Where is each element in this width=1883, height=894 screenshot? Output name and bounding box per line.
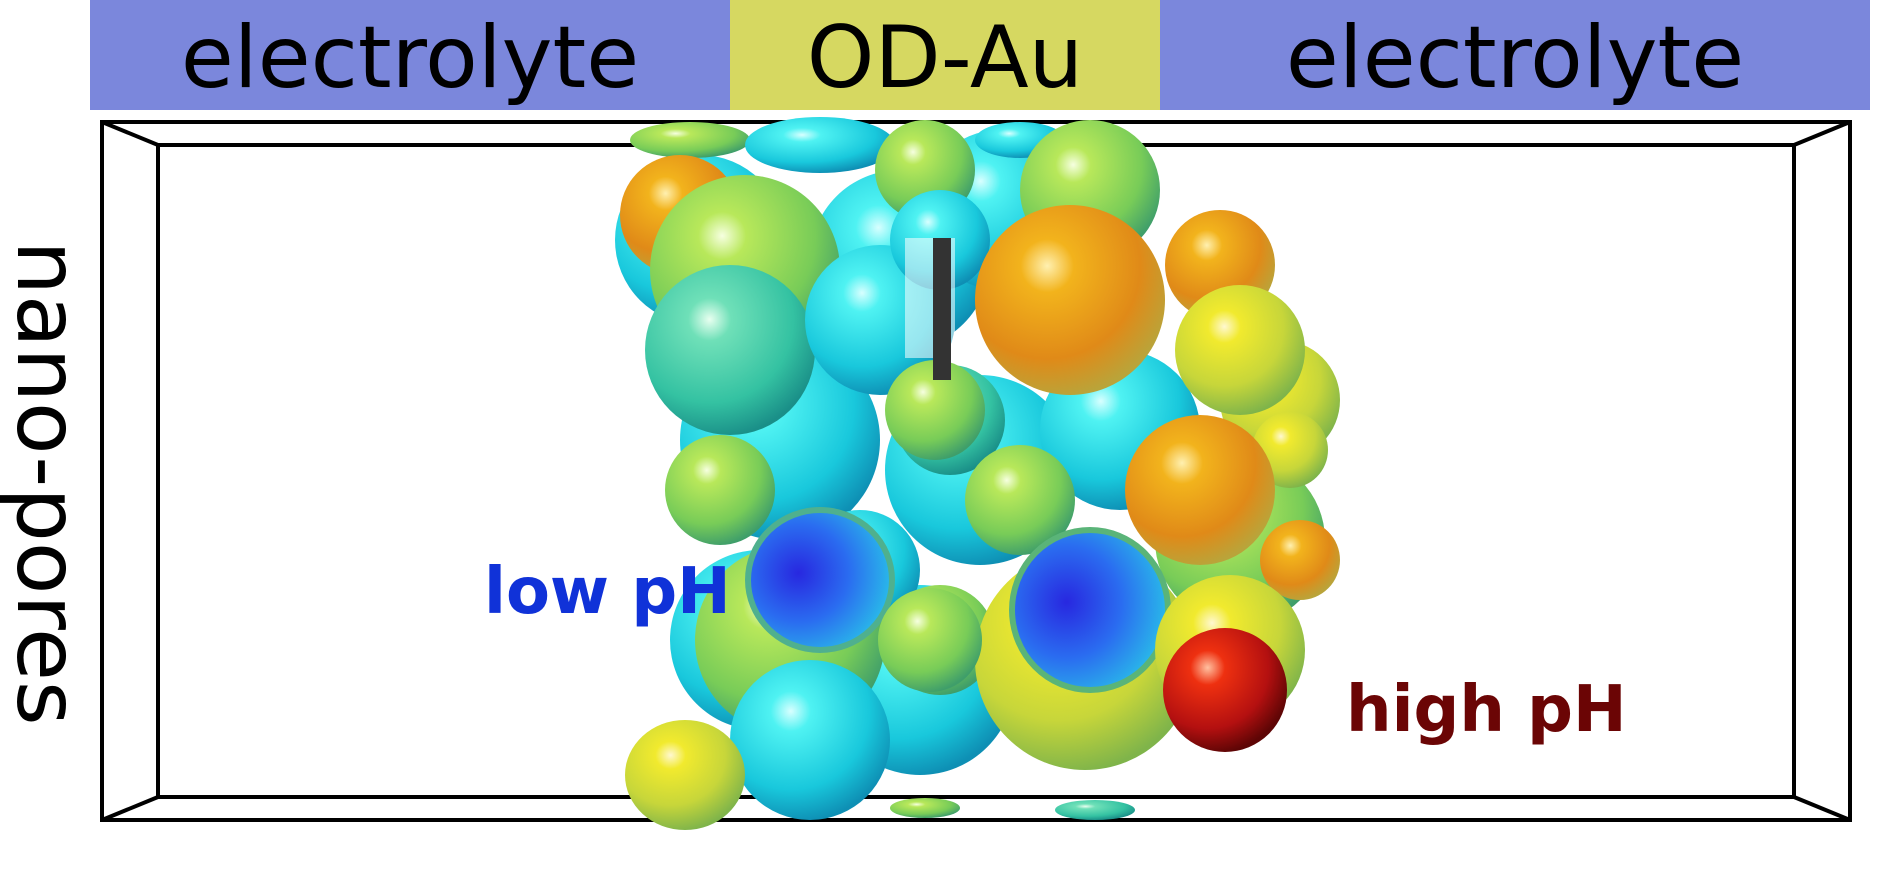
- electrolyte-label-left: electrolyte: [180, 8, 640, 108]
- sphere: [1163, 628, 1287, 752]
- electrolyte-band-left: electrolyte: [90, 0, 730, 110]
- electrolyte-band-right: electrolyte: [1160, 0, 1870, 110]
- od-au-label: OD-Au: [806, 8, 1084, 108]
- sphere-cluster: [615, 117, 1340, 830]
- sphere: [878, 588, 982, 692]
- sphere: [645, 265, 815, 435]
- sphere: [975, 205, 1165, 395]
- sphere: [965, 445, 1075, 555]
- sphere: [625, 720, 745, 830]
- sphere: [730, 660, 890, 820]
- sphere: [665, 435, 775, 545]
- sphere: [1055, 800, 1135, 820]
- marker-bar: [933, 238, 951, 380]
- low-ph-label: low pH: [484, 555, 731, 629]
- sphere: [1260, 520, 1340, 600]
- sphere: [630, 122, 750, 158]
- electrolyte-label-right: electrolyte: [1285, 8, 1745, 108]
- sphere: [890, 798, 960, 818]
- od-au-band: OD-Au: [730, 0, 1160, 110]
- pore-opening: [748, 510, 892, 650]
- pore-rim: [745, 507, 895, 653]
- box-outer-frame: [100, 120, 1852, 822]
- sphere: [1125, 415, 1275, 565]
- sphere: [745, 117, 895, 173]
- pore-opening: [1012, 530, 1168, 690]
- sphere: [885, 360, 985, 460]
- high-ph-label: high pH: [1346, 673, 1627, 747]
- sphere: [1175, 285, 1305, 415]
